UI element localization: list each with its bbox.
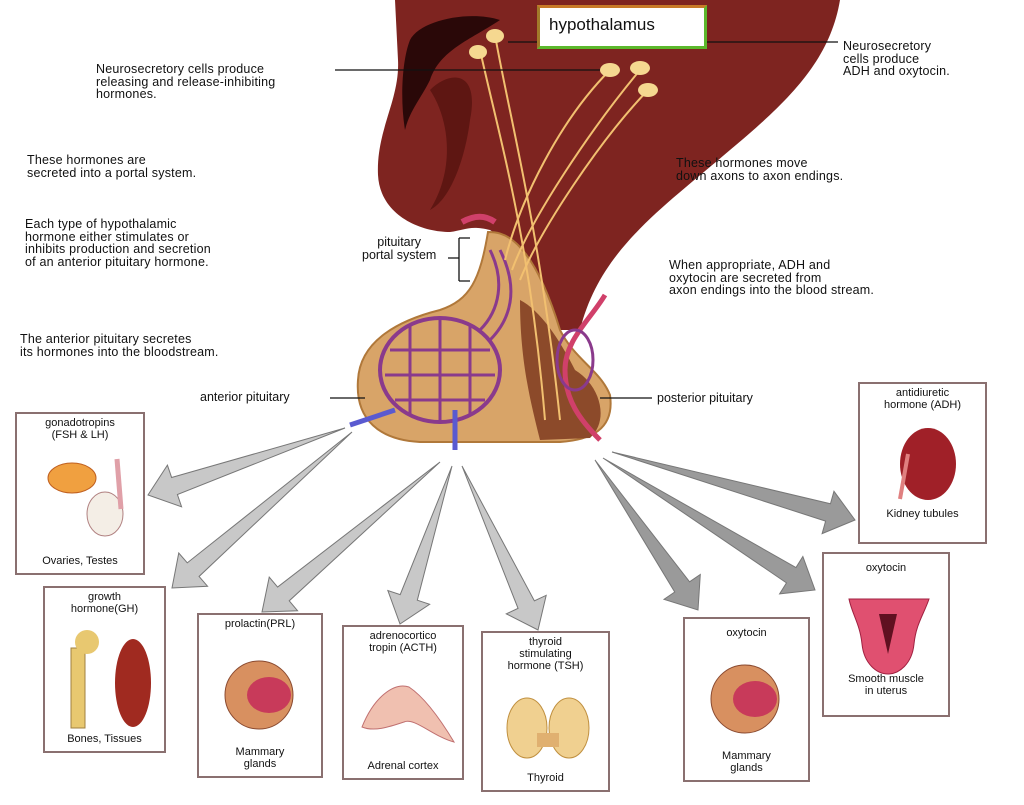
ventricle-lower	[430, 77, 472, 210]
label-portal-system: pituitary portal system	[362, 235, 437, 262]
organ-label: Mammary glands	[722, 750, 771, 774]
target-uterus: oxytocin Smooth muscle in uterus	[822, 552, 950, 717]
note-releasing-hormones: Neurosecretory cells produce releasing a…	[96, 62, 276, 101]
arrow-to-uterus	[602, 457, 816, 595]
target-thyroid: thyroid stimulating hormone (TSH) Thyroi…	[481, 631, 610, 792]
ovary-testis-icon	[47, 458, 124, 537]
organ-label: Mammary glands	[235, 746, 285, 770]
arrow-to-kidney	[611, 451, 856, 535]
note-adh-oxytocin: Neurosecretory cells produce ADH and oxy…	[843, 39, 950, 78]
organ-label: Thyroid	[527, 772, 564, 784]
hormone-label: adrenocortico tropin (ACTH)	[369, 630, 437, 654]
mammary-gland-icon	[710, 664, 780, 734]
organ-label: Ovaries, Testes	[42, 555, 118, 567]
arrow-to-gonads	[147, 427, 346, 508]
note-anterior-secretes: The anterior pituitary secretes its horm…	[20, 332, 219, 359]
adrenal-cortex-icon	[361, 685, 456, 743]
portal-vessel	[460, 213, 497, 225]
note-secreted: When appropriate, ADH and oxytocin are s…	[669, 258, 875, 297]
ventricle	[402, 16, 500, 131]
hypothalamus-tissue	[377, 0, 840, 330]
label-posterior-pituitary: posterior pituitary	[657, 391, 753, 405]
posterior-lobe	[520, 300, 601, 440]
organ-label: Smooth muscle in uterus	[848, 673, 924, 697]
hormone-label: gonadotropins (FSH & LH)	[45, 417, 115, 441]
mammary-gland-icon	[224, 660, 294, 730]
hormone-label: oxytocin	[865, 562, 907, 574]
organ-label: Bones, Tissues	[67, 733, 142, 745]
target-bones-tissues: growth hormone(GH) Bones, Tissues	[43, 586, 166, 753]
label-anterior-pituitary: anterior pituitary	[200, 390, 290, 404]
hypothalamus-label: hypothalamus	[549, 15, 655, 34]
hormone-label: thyroid stimulating hormone (TSH)	[507, 636, 584, 672]
blood-vessel-out-left	[349, 407, 396, 428]
organ-label: Adrenal cortex	[367, 760, 439, 772]
note-hypothalamic-hormone: Each type of hypothalamic hormone either…	[25, 217, 211, 269]
posterior-capillary-network	[555, 328, 595, 392]
target-mammary-prl: prolactin(PRL) Mammary glands	[197, 613, 323, 778]
arrow-to-adrenal	[387, 465, 453, 625]
note-axons: These hormones move down axons to axon e…	[676, 156, 844, 183]
leader-lines	[330, 41, 838, 399]
capillary-mesh	[385, 249, 513, 420]
target-mammary-oxytocin: oxytocin Mammary glands	[683, 617, 810, 782]
arrows	[147, 427, 856, 631]
kidney-icon	[898, 428, 956, 500]
note-portal-system: These hormones are secreted into a porta…	[27, 153, 197, 180]
target-kidney: antidiuretic hormone (ADH) Kidney tubule…	[858, 382, 987, 544]
target-gonads: gonadotropins (FSH & LH) Ovaries, Testes	[15, 412, 145, 575]
thyroid-icon	[506, 697, 590, 759]
arrow-to-bones	[171, 431, 353, 589]
hormone-label: prolactin(PRL)	[224, 618, 296, 630]
hormone-label: growth hormone(GH)	[70, 591, 139, 615]
hormone-label: oxytocin	[726, 627, 767, 639]
hormone-label: antidiuretic hormone (ADH)	[883, 387, 962, 411]
organ-label: Kidney tubules	[886, 508, 959, 520]
posterior-vessel	[562, 293, 608, 442]
hypothalamus-label-box: hypothalamus	[537, 5, 707, 49]
bone-muscle-icon	[70, 630, 151, 729]
arrow-to-mammary-oxytocin	[594, 459, 701, 611]
target-adrenal: adrenocortico tropin (ACTH) Adrenal cort…	[342, 625, 464, 780]
arrow-to-thyroid	[461, 465, 547, 631]
arrow-to-mammary	[261, 461, 441, 613]
uterus-icon	[848, 598, 930, 675]
neurosecretory-cells	[469, 29, 658, 97]
